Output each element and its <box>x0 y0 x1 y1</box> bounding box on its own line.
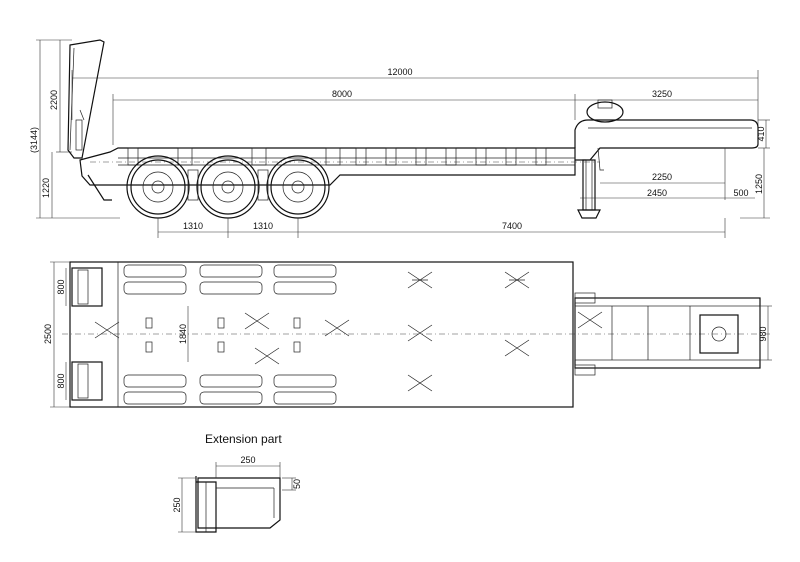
dim-3144: (3144) <box>29 127 39 153</box>
gooseneck-top <box>574 292 761 376</box>
deck-crossmembers <box>127 147 547 166</box>
spare-tire <box>586 101 624 123</box>
dim-2200: 2200 <box>49 90 59 110</box>
dim-2250: 2250 <box>652 172 672 182</box>
landing-leg <box>577 159 601 219</box>
rear-ramps <box>71 267 103 401</box>
dim-2450: 2450 <box>647 188 667 198</box>
extension-body <box>197 477 281 529</box>
dim-500: 500 <box>733 188 748 198</box>
dim-410: 410 <box>756 126 766 141</box>
wheel-1 <box>126 155 190 219</box>
dim-1840: 1840 <box>178 324 188 344</box>
dim-800-a: 800 <box>56 279 66 294</box>
gooseneck <box>574 119 759 161</box>
extension-part: Extension part 250 250 50 <box>172 432 302 533</box>
dim-8000: 8000 <box>332 89 352 99</box>
dim-800-b: 800 <box>56 373 66 388</box>
loading-ramp <box>67 39 105 159</box>
top-view: 2500 800 800 1840 980 <box>43 261 772 408</box>
suspension-mounts <box>145 317 301 353</box>
dim-1250: 1250 <box>754 174 764 194</box>
dim-1220: 1220 <box>41 178 51 198</box>
tread-plate-marks <box>94 271 603 392</box>
side-view: 12000 8000 3250 (3144) 2200 1220 <box>29 39 770 238</box>
extension-dim-width: 250 <box>240 455 255 465</box>
rear-bumper <box>87 174 112 201</box>
dim-1310-a: 1310 <box>183 221 203 231</box>
tire-outlines <box>123 264 337 405</box>
extension-title: Extension part <box>205 432 282 446</box>
dim-12000: 12000 <box>387 67 412 77</box>
dim-3250: 3250 <box>652 89 672 99</box>
dim-7400: 7400 <box>502 221 522 231</box>
axle-group <box>126 155 330 219</box>
dim-2500: 2500 <box>43 324 53 344</box>
dim-980: 980 <box>758 326 768 341</box>
main-deck <box>79 147 576 186</box>
deck-outline <box>69 261 574 408</box>
dim-1310-b: 1310 <box>253 221 273 231</box>
extension-dim-height: 250 <box>172 497 182 512</box>
extension-dim-lip: 50 <box>292 479 302 489</box>
extension-flange <box>195 476 217 533</box>
